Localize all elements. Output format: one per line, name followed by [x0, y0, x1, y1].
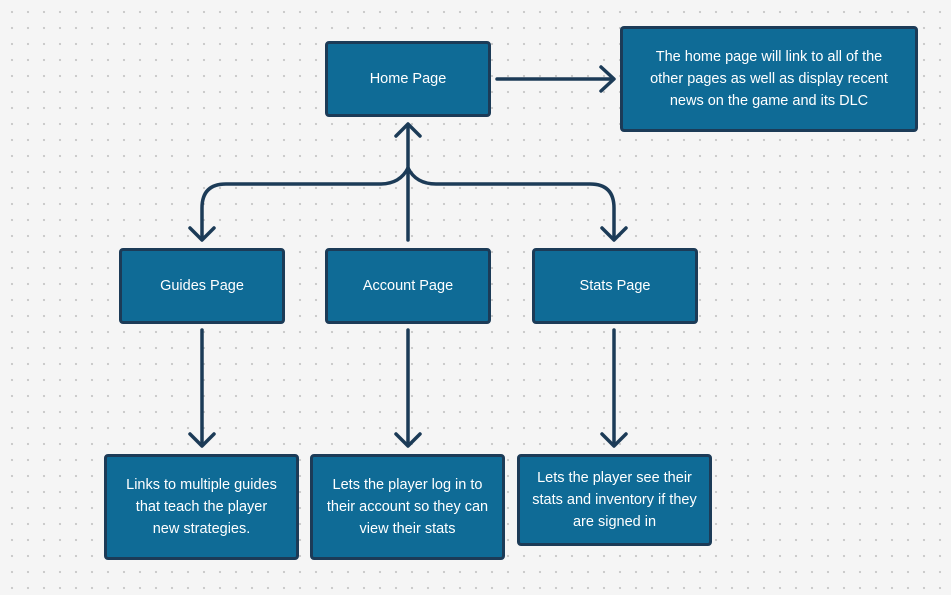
connector-home-to-guides: [200, 166, 410, 240]
stats-page-note-text: Lets the player see their stats and inve…: [532, 470, 697, 530]
home-page-label: Home Page: [369, 71, 447, 87]
arrowhead-stats-note: [600, 432, 628, 448]
guides-page-label: Guides Page: [160, 278, 244, 294]
stats-page-label: Stats Page: [579, 278, 651, 294]
arrowhead-home-note: [599, 65, 616, 93]
guides-page-note-text: Links to multiple guides that teach the …: [126, 477, 277, 537]
arrowhead-home: [394, 122, 422, 138]
home-page-note-text: The home page will link to all of the ot…: [650, 49, 888, 109]
guides-page-node: Guides Page: [119, 248, 285, 324]
arrowhead-stats: [600, 226, 628, 242]
account-page-label: Account Page: [362, 278, 454, 294]
arrowhead-guides: [188, 226, 216, 242]
arrowhead-guides-note: [188, 432, 216, 448]
home-page-node: Home Page: [325, 41, 491, 117]
stats-page-node: Stats Page: [532, 248, 698, 324]
guides-page-note: Links to multiple guides that teach the …: [104, 454, 299, 560]
connector-home-to-stats: [406, 166, 616, 240]
account-page-note: Lets the player log in to their account …: [310, 454, 505, 560]
home-page-note: The home page will link to all of the ot…: [620, 26, 918, 132]
stats-page-note: Lets the player see their stats and inve…: [517, 454, 712, 546]
account-page-node: Account Page: [325, 248, 491, 324]
arrowhead-account-note: [394, 432, 422, 448]
account-page-note-text: Lets the player log in to their account …: [326, 477, 489, 537]
